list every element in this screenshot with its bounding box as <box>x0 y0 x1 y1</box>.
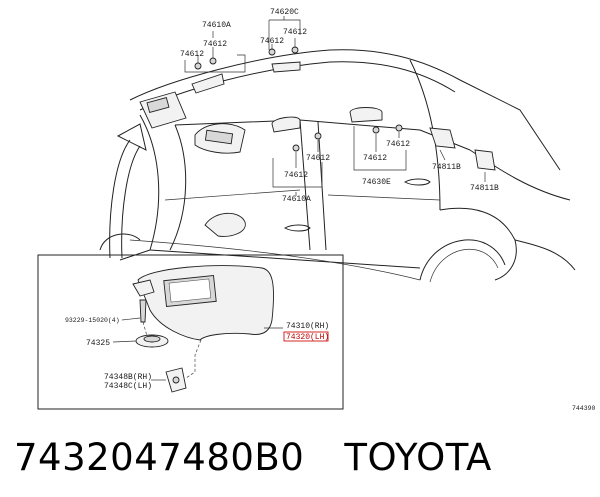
label-74612-mid-b: 74612 <box>284 171 308 180</box>
label-screw: 93229-15020(4) <box>65 317 120 324</box>
label-74310-rh: 74310(RH) <box>286 322 329 331</box>
highlight-74320-lh <box>283 331 329 342</box>
label-74612-c2a: 74612 <box>283 28 307 37</box>
label-74320-lh: 74320(LH) <box>286 333 329 342</box>
label-74612-r-a: 74612 <box>363 154 387 163</box>
label-74348b-rh: 74348B(RH) <box>104 373 152 382</box>
label-74348c-lh: 74348C(LH) <box>104 382 152 391</box>
label-74612-mid-a: 74612 <box>306 154 330 163</box>
label-74811b-1: 74811B <box>432 163 461 172</box>
label-74620c: 74620C <box>270 8 299 17</box>
diagram-id: 744390 <box>572 405 596 412</box>
callout-arrow <box>109 123 147 259</box>
screw-part <box>139 299 147 323</box>
label-74325: 74325 <box>86 339 110 348</box>
label-74612-c1b: 74612 <box>180 50 204 59</box>
label-74610a-mid: 74610A <box>282 195 311 204</box>
label-74610a-top: 74610A <box>202 21 231 30</box>
part-number: 7432047480B0 <box>14 436 305 479</box>
label-74612-c1a: 74612 <box>203 40 227 49</box>
label-74811b-2: 74811B <box>470 184 499 193</box>
brand-name: TOYOTA <box>344 436 492 479</box>
detail-inset <box>37 254 344 410</box>
label-74630e: 74630E <box>362 178 391 187</box>
roof-parts <box>139 46 496 171</box>
label-74612-r-b: 74612 <box>386 140 410 149</box>
parts-diagram: 74610A 74612 74612 74620C 74612 74612 74… <box>37 8 596 412</box>
part-caption: 7432047480B0 TOYOTA <box>14 428 492 488</box>
car-outline <box>99 49 576 283</box>
roof-leaders <box>184 16 486 196</box>
label-74612-c2b: 74612 <box>260 37 284 46</box>
